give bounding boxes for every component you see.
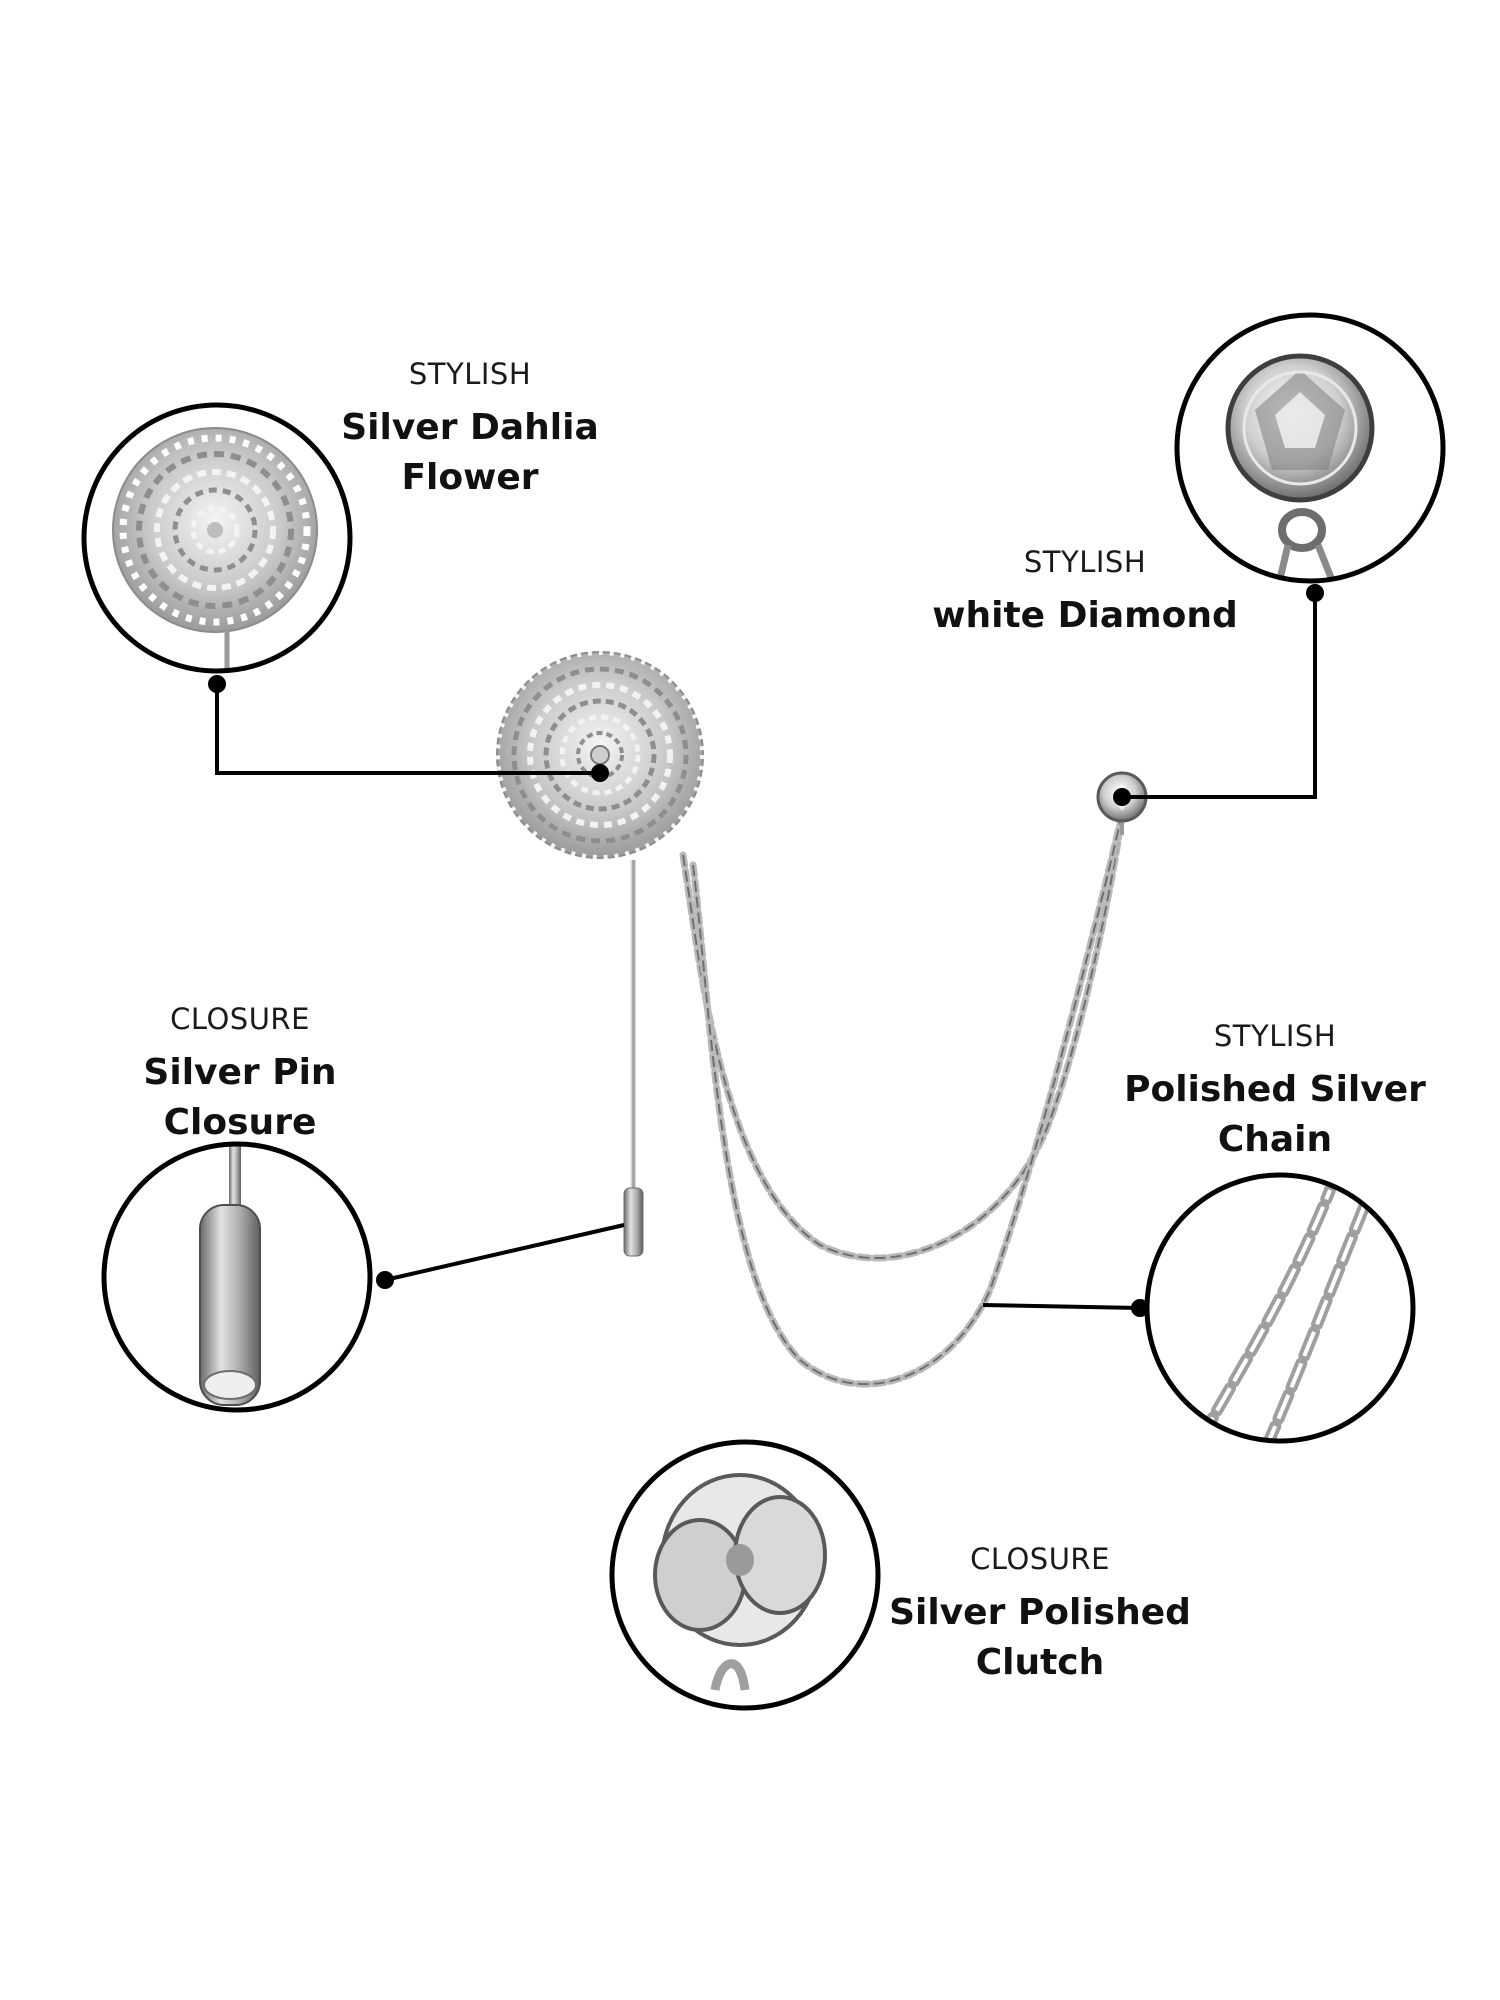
label-silver-polished-clutch: CLOSURE Silver Polished Clutch (880, 1545, 1200, 1688)
detail-circle-diamond (1174, 312, 1446, 584)
label-category: STYLISH (1213, 1019, 1337, 1053)
connector-pin (384, 1223, 625, 1282)
label-title: Silver Pin Closure (143, 1052, 337, 1143)
label-category: STYLISH (408, 357, 532, 391)
connector-dots (208, 584, 1324, 1317)
label-silver-dahlia-flower: STYLISH Silver Dahlia Flower (310, 360, 630, 503)
chain-upper (679, 811, 1126, 1262)
label-title: Silver Polished Clutch (889, 1592, 1191, 1683)
label-silver-pin-closure: CLOSURE Silver Pin Closure (110, 1005, 370, 1148)
label-white-diamond: STYLISH white Diamond (905, 548, 1265, 641)
detail-circle-chain (1144, 1172, 1416, 1444)
label-category: CLOSURE (170, 1002, 310, 1036)
detail-circle-clutch (609, 1439, 881, 1711)
label-category: STYLISH (1023, 545, 1147, 579)
label-polished-silver-chain: STYLISH Polished Silver Chain (1105, 1022, 1445, 1165)
label-title: white Diamond (932, 595, 1238, 636)
connector-dahlia (215, 684, 600, 775)
callout-connectors (215, 593, 1317, 1310)
label-title: Silver Dahlia Flower (341, 407, 599, 498)
connector-chain (982, 1303, 1141, 1310)
detail-circle-dahlia (81, 402, 353, 674)
detail-circle-pin (101, 1141, 373, 1413)
main-product (494, 649, 1148, 1388)
label-title: Polished Silver Chain (1124, 1069, 1426, 1160)
connector-diamond (1122, 593, 1317, 799)
dahlia-flower (494, 649, 706, 861)
pin-end-cap (623, 1187, 644, 1257)
label-category: CLOSURE (970, 1542, 1110, 1576)
